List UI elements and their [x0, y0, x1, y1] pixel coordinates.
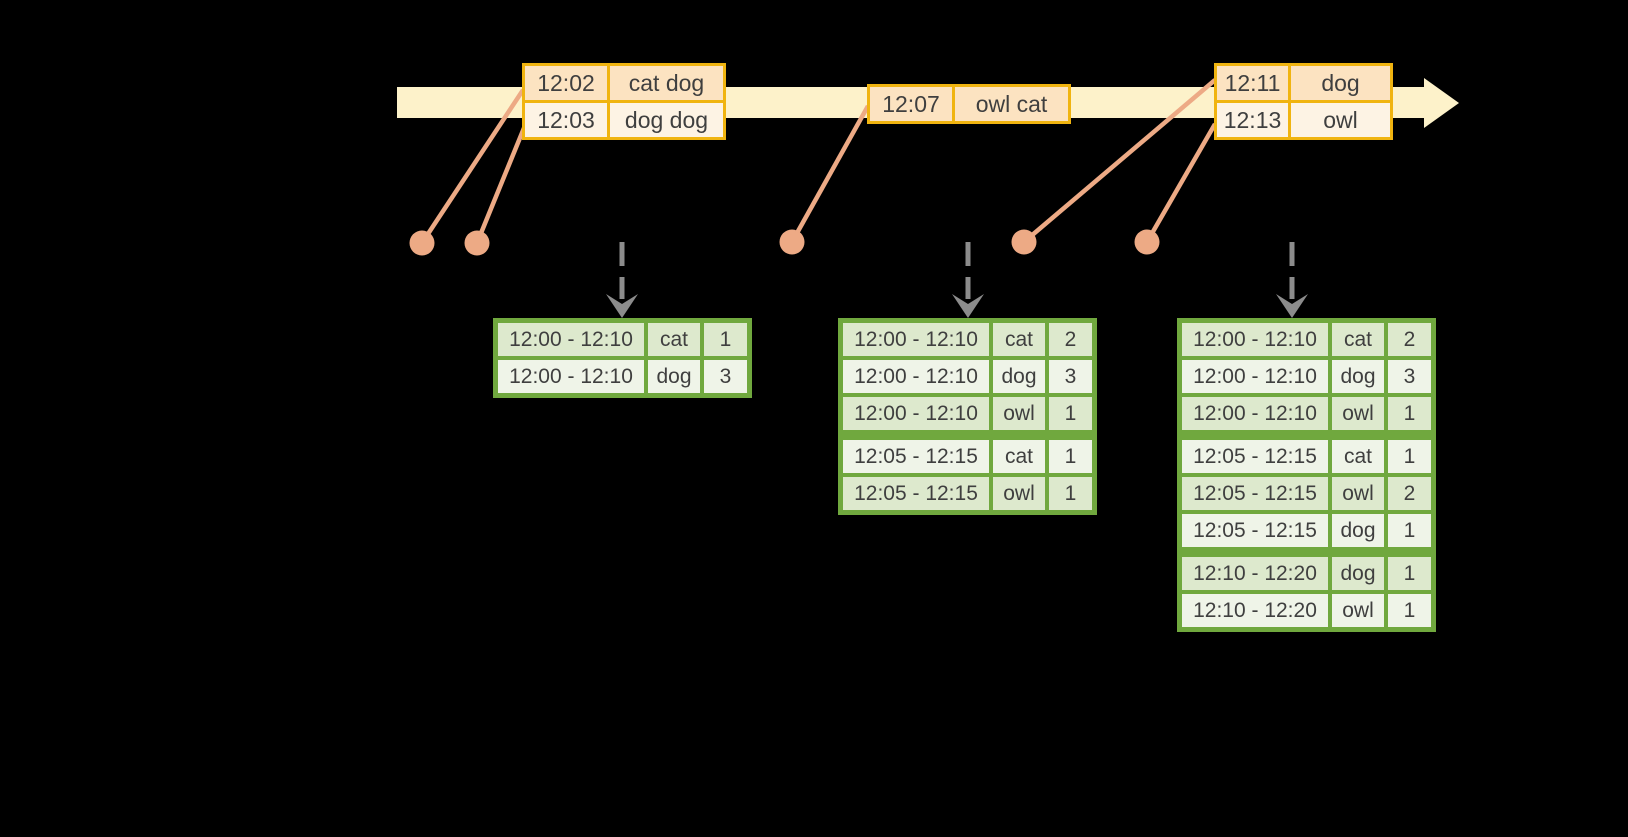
trigger-arrow	[606, 242, 638, 318]
event-connector-line	[1145, 122, 1217, 244]
cell-words: dog dog	[610, 103, 723, 137]
cell-window: 12:00 - 12:10	[498, 360, 644, 393]
cell-window: 12:00 - 12:10	[1182, 397, 1328, 430]
cell-window: 12:00 - 12:10	[843, 360, 989, 393]
cell-window: 12:00 - 12:10	[498, 323, 644, 356]
event-connector-line	[420, 88, 525, 245]
cell-word: cat	[1332, 323, 1384, 356]
cell-words: cat dog	[610, 66, 723, 100]
cell-word: owl	[1332, 397, 1384, 430]
cell-time: 12:07	[870, 87, 952, 121]
trigger-arrow	[952, 242, 984, 318]
event-dot	[1134, 229, 1160, 255]
cell-count: 3	[704, 360, 747, 393]
cell-window: 12:05 - 12:15	[1182, 440, 1328, 473]
cell-word: cat	[993, 323, 1045, 356]
cell-count: 2	[1049, 323, 1092, 356]
event-connector-line	[474, 127, 527, 244]
cell-word: owl	[993, 477, 1045, 510]
event-dot	[409, 230, 435, 256]
cell-time: 12:13	[1217, 103, 1288, 137]
cell-word: owl	[993, 397, 1045, 430]
cell-count: 2	[1388, 323, 1431, 356]
cell-time: 12:02	[525, 66, 607, 100]
cell-time: 12:03	[525, 103, 607, 137]
cell-window: 12:00 - 12:10	[843, 397, 989, 430]
cell-count: 2	[1388, 477, 1431, 510]
cell-time: 12:11	[1217, 66, 1288, 100]
cell-word: dog	[993, 360, 1045, 393]
cell-count: 1	[1049, 440, 1092, 473]
cell-count: 1	[1388, 514, 1431, 547]
cell-count: 1	[704, 323, 747, 356]
cell-window: 12:05 - 12:15	[843, 477, 989, 510]
cell-count: 3	[1049, 360, 1092, 393]
cell-word: owl	[1332, 477, 1384, 510]
cell-window: 12:00 - 12:10	[843, 323, 989, 356]
cell-word: dog	[1332, 360, 1384, 393]
cell-window: 12:05 - 12:15	[843, 440, 989, 473]
cell-count: 3	[1388, 360, 1431, 393]
cell-word: cat	[993, 440, 1045, 473]
cell-word: cat	[1332, 440, 1384, 473]
trigger-arrow	[1276, 242, 1308, 318]
cell-window: 12:05 - 12:15	[1182, 514, 1328, 547]
event-connector-line	[790, 104, 870, 244]
cell-window: 12:10 - 12:20	[1182, 594, 1328, 627]
cell-window: 12:10 - 12:20	[1182, 557, 1328, 590]
cell-window: 12:00 - 12:10	[1182, 360, 1328, 393]
cell-window: 12:00 - 12:10	[1182, 323, 1328, 356]
cell-window: 12:05 - 12:15	[1182, 477, 1328, 510]
cell-word: dog	[648, 360, 700, 393]
cell-count: 1	[1049, 397, 1092, 430]
cell-word: dog	[1332, 557, 1384, 590]
cell-count: 1	[1049, 477, 1092, 510]
cell-word: owl	[1332, 594, 1384, 627]
event-connector-line	[1022, 78, 1217, 244]
event-dot	[464, 230, 490, 256]
event-dot	[779, 229, 805, 255]
cell-count: 1	[1388, 440, 1431, 473]
cell-count: 1	[1388, 557, 1431, 590]
cell-count: 1	[1388, 594, 1431, 627]
cell-word: dog	[1332, 514, 1384, 547]
cell-words: owl cat	[955, 87, 1068, 121]
cell-words: dog	[1291, 66, 1390, 100]
cell-words: owl	[1291, 103, 1390, 137]
cell-word: cat	[648, 323, 700, 356]
cell-count: 1	[1388, 397, 1431, 430]
event-dot	[1011, 229, 1037, 255]
